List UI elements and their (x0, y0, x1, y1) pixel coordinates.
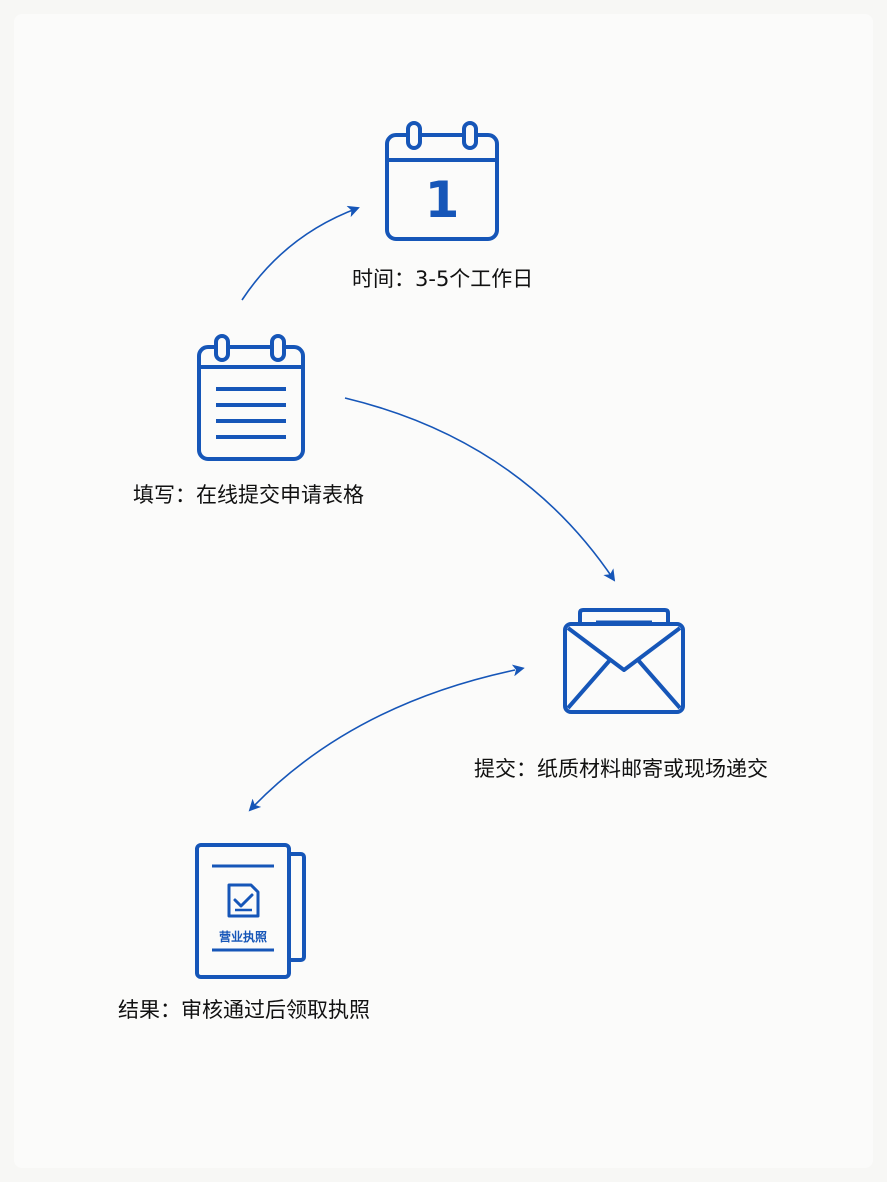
step-result-label: 结果：审核通过后领取执照 (118, 998, 370, 1022)
business-license-icon: 营业执照 (194, 842, 310, 980)
step-fill-label: 填写：在线提交申请表格 (133, 483, 364, 507)
calendar-form-icon (196, 333, 306, 463)
license-title-text: 营业执照 (219, 929, 267, 944)
arrow-submit-result-two-way (248, 664, 525, 812)
calendar-day-number: 1 (425, 171, 460, 229)
calendar-day-icon: 1 (384, 120, 500, 244)
step-submit-label: 提交：纸质材料邮寄或现场递交 (474, 757, 768, 781)
arrow-fill-to-time (241, 205, 360, 301)
diagram-canvas (14, 14, 873, 1168)
arrow-fill-to-submit (344, 397, 616, 582)
mail-envelope-icon (562, 608, 686, 716)
step-time-label: 时间：3-5个工作日 (352, 267, 534, 291)
